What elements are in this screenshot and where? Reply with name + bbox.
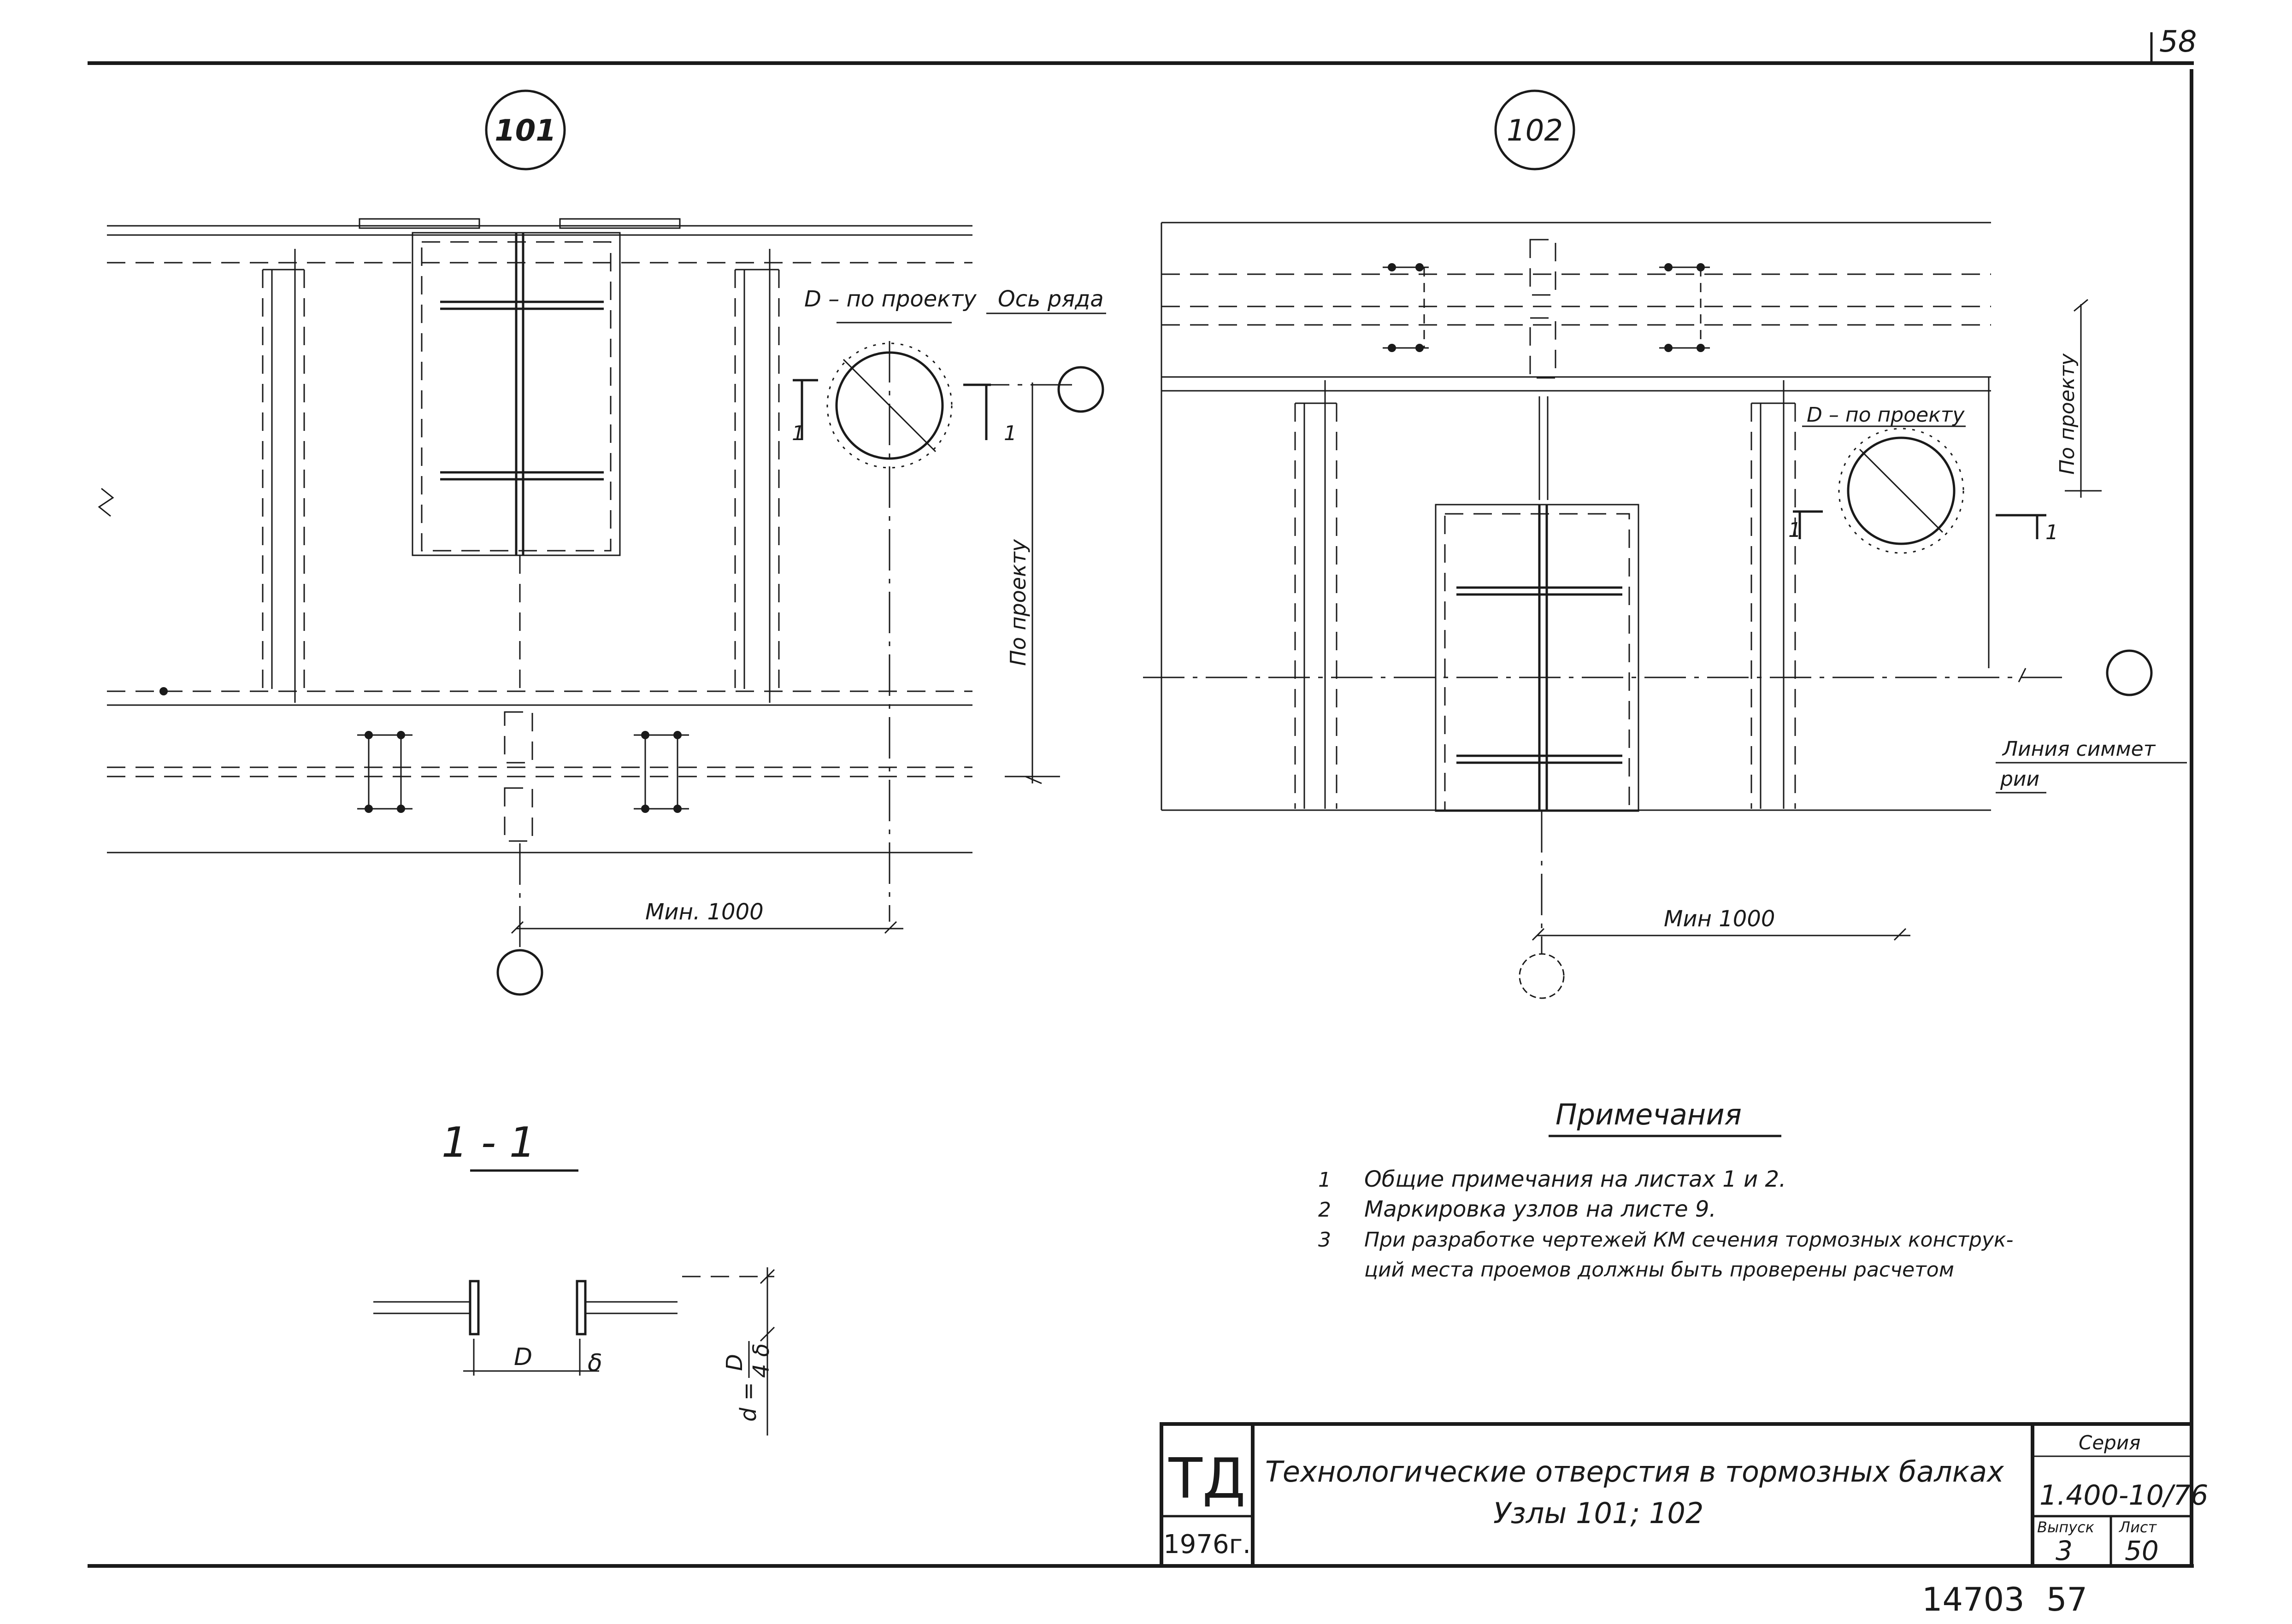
node-102-hole <box>1802 425 1966 554</box>
bolt-group-102-left <box>1383 263 1429 352</box>
node-101-section-mark-left: 1 <box>792 422 805 445</box>
symmetry-line-label-1: Линия симмет <box>2002 737 2156 761</box>
node-102-drawing: 102 <box>1143 89 2187 999</box>
title-line-2: Узлы 101; 102 <box>1493 1496 1703 1530</box>
bottom-page-number: 57 <box>2046 1581 2087 1618</box>
axis-bubble-101-bottom <box>496 949 543 996</box>
section-formula-den: 4 δ <box>748 1343 774 1378</box>
note-3-continuation: ций места проемов должны быть проверены … <box>1364 1258 1954 1282</box>
section-formula-left: d = <box>736 1382 761 1422</box>
axis-bubble-102-bottom <box>1519 953 1565 999</box>
note-3-num: 3 <box>1318 1228 1331 1252</box>
note-3-text: При разработке чертежей КМ сечения тормо… <box>1364 1228 2013 1252</box>
node-101-dim-min: Мин. 1000 <box>645 899 764 925</box>
node-102-section-mark-left: 1 <box>1788 518 1801 542</box>
series-value: 1.400-10/76 <box>2039 1479 2208 1512</box>
issue-value: 3 <box>2056 1535 2073 1566</box>
note-1-num: 1 <box>1318 1168 1331 1192</box>
axis-bubble-101-right <box>1057 366 1104 413</box>
section-title: 1 - 1 <box>442 1118 536 1167</box>
note-1-text: Общие примечания на листах 1 и 2. <box>1364 1166 1786 1192</box>
node-102-dim-project: По проекту <box>2056 353 2079 475</box>
section-dim-delta: δ <box>588 1349 602 1377</box>
title-block-org: ТД <box>1168 1447 1245 1511</box>
sheet-label: Лист <box>2119 1518 2157 1536</box>
node-102-section-mark-right: 1 <box>2045 521 2058 544</box>
series-label: Серия <box>2079 1431 2140 1454</box>
node-101-drawing: 101 <box>98 89 1106 996</box>
node-102-dim-min: Мин 1000 <box>1664 906 1775 932</box>
node-101-section-mark-right: 1 <box>1004 422 1017 445</box>
notes-title: Примечания <box>1555 1098 1742 1131</box>
node-101-label: 101 <box>495 114 556 148</box>
bolt-group-102-right <box>1659 263 1710 352</box>
title-block: ТД 1976г. Технологические отверстия в то… <box>1160 1422 2208 1568</box>
issue-label: Выпуск <box>2037 1518 2095 1536</box>
node-101-marker <box>485 89 566 171</box>
note-2-text: Маркировка узлов на листе 9. <box>1364 1196 1716 1222</box>
page-corner-number: 58 <box>2159 25 2197 59</box>
bolt-group-left <box>357 731 412 813</box>
title-block-year: 1976г. <box>1163 1530 1251 1559</box>
node-102-marker <box>1494 89 1575 171</box>
notes-block: Примечания 1 Общие примечания на листах … <box>1318 1098 2013 1282</box>
node-101-axis-label: Ось ряда <box>998 286 1104 312</box>
bottom-archive-number: 14703 <box>1922 1581 2025 1618</box>
sheet-value: 50 <box>2125 1535 2159 1566</box>
section-1-1: 1 - 1 D δ d = D 4 δ <box>373 1118 775 1436</box>
node-102-diameter-label: D – по проекту <box>1807 403 1965 427</box>
node-102-label: 102 <box>1507 114 1563 148</box>
note-2-num: 2 <box>1318 1198 1331 1222</box>
symmetry-line-label-2: рии <box>2000 767 2039 791</box>
section-formula-num: D <box>722 1354 748 1371</box>
bolt-group-right <box>634 731 689 813</box>
axis-bubble-102-right <box>2106 649 2153 696</box>
node-101-dim-project: По проекту <box>1006 539 1031 666</box>
section-dim-d: D <box>514 1343 532 1371</box>
title-line-1: Технологические отверстия в тормозных ба… <box>1265 1455 2004 1489</box>
node-101-diameter-label: D – по проекту <box>804 286 977 312</box>
